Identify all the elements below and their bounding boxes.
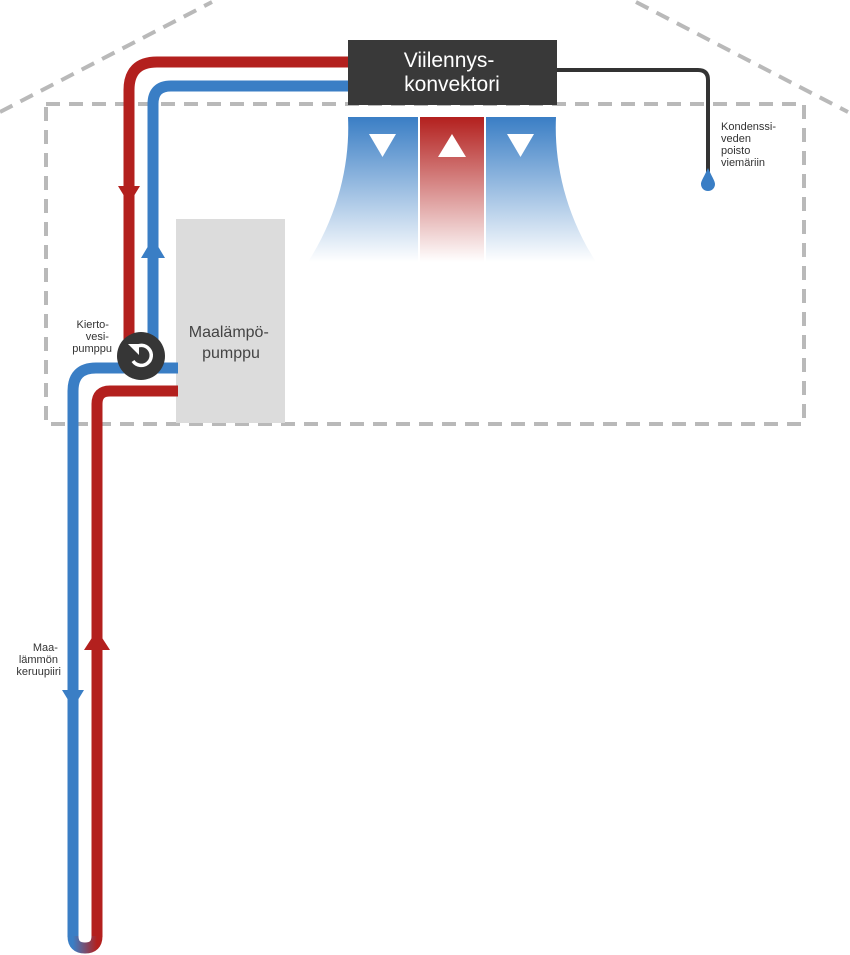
condensate-drain-line: [556, 68, 710, 172]
circulation-pump-label: Kierto- vesi- pumppu: [72, 319, 112, 355]
airflow-down-arrow-right: [507, 134, 534, 157]
flow-arrow-up-ground-hot: [84, 630, 110, 650]
ground-loop-label: Maa- lämmön keruupiiri: [16, 642, 61, 678]
airflow-down-arrow-left: [369, 134, 396, 157]
airflow-up-arrow-center: [438, 134, 466, 157]
convector-label: Viilennys- konvektori: [404, 49, 501, 96]
cold-pipe-convector-supply: [147, 80, 350, 368]
hot-pipe-convector-return: [123, 56, 350, 370]
flow-arrow-down-hot: [118, 186, 140, 204]
condensate-label: Kondenssi- veden poisto viemäriin: [721, 121, 779, 169]
rotate-arrow-icon: [128, 343, 154, 368]
circulation-pump-body: [117, 332, 165, 380]
ground-loop-cold-pipe: [67, 362, 178, 937]
hot-air-center: [420, 117, 484, 262]
circulation-pump: [117, 332, 165, 380]
cooling-convector-unit: [348, 40, 557, 105]
roof-left: [0, 0, 213, 114]
ground-loop-hot-pipe: [91, 385, 178, 937]
cold-air-left: [308, 117, 418, 262]
heat-pump-label: Maalämpö- pumppu: [189, 324, 273, 362]
ground-loop-bottom-bend: [67, 935, 103, 954]
flow-arrow-up-cold: [141, 238, 165, 258]
airflow: [308, 117, 596, 262]
water-drop-icon: [701, 168, 715, 191]
cold-air-right: [486, 117, 596, 262]
roof-right: [635, 0, 849, 114]
flow-arrow-down-ground-cold: [62, 690, 84, 708]
heat-pump-unit: [176, 219, 285, 423]
